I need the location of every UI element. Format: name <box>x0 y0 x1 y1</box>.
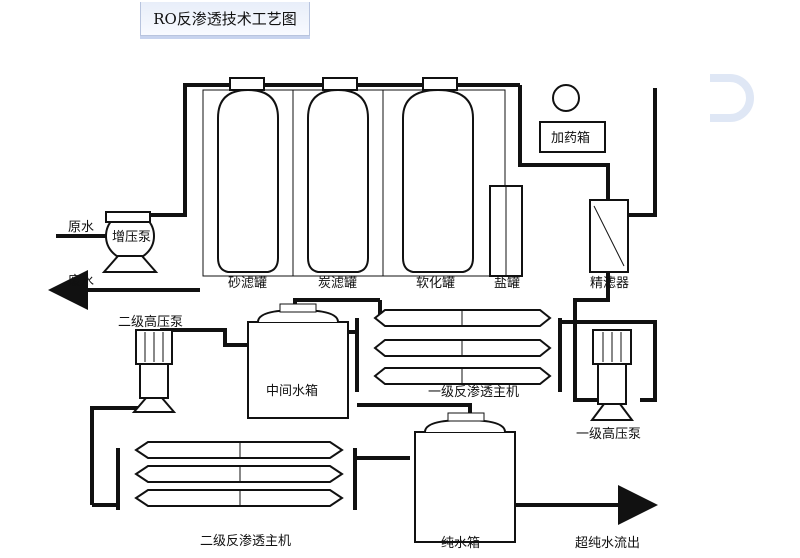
stage2-membrane-2 <box>134 465 344 483</box>
label-waste-water: 废水 <box>68 273 94 289</box>
diagram-title: RO反渗透技术工艺图 <box>140 2 310 36</box>
stage2-membrane-1 <box>134 441 344 459</box>
label-dosing-box: 加药箱 <box>551 130 590 146</box>
label-booster-pump: 增压泵 <box>112 230 151 245</box>
stage1-high-pressure-pump <box>590 329 634 421</box>
label-salt-tank: 盐罐 <box>494 276 520 291</box>
label-precision-filter: 精滤器 <box>590 276 629 291</box>
middle-to-stage2-pump <box>160 328 248 347</box>
dosing-box <box>539 121 606 153</box>
carbon-tank <box>307 88 369 273</box>
softener-tank <box>402 88 474 273</box>
dosing-pump <box>552 84 580 112</box>
dosing-unit <box>539 84 606 153</box>
label-stage2-ro: 二级反渗透主机 <box>200 534 291 549</box>
carbon-tank-valve <box>322 77 358 91</box>
filter-tanks <box>202 77 523 277</box>
filter-return-pipe <box>628 88 657 217</box>
stage1-ro-membranes <box>373 309 552 385</box>
stage2-ro-membranes <box>134 441 344 507</box>
filter-to-pump-pipe <box>573 270 610 402</box>
label-raw-water: 原水 <box>68 220 94 235</box>
stage2-membrane-3 <box>134 489 344 507</box>
softener-tank-valve <box>422 77 458 91</box>
stage1-feed-pipe <box>560 320 657 402</box>
label-stage1-ro: 一级反渗透主机 <box>428 385 519 400</box>
pure-water-tank <box>414 412 516 543</box>
decorative-bracket <box>710 74 754 122</box>
label-sand-tank: 砂滤罐 <box>228 276 267 291</box>
sand-tank <box>217 88 279 273</box>
stage2-high-pressure-pump <box>131 329 177 413</box>
label-stage2-pump: 二级高压泵 <box>118 314 183 330</box>
label-softener-tank: 软化罐 <box>416 276 455 291</box>
label-ultrapure-out: 超纯水流出 <box>575 536 640 551</box>
stage2-pump-down <box>90 406 150 505</box>
label-carbon-tank: 炭滤罐 <box>318 276 357 291</box>
booster-pump <box>101 211 159 273</box>
label-middle-tank: 中间水箱 <box>266 383 318 399</box>
middle-water-tank <box>247 303 349 419</box>
dosing-pipe <box>518 85 610 200</box>
precision-filter <box>589 199 629 273</box>
sand-tank-valve <box>229 77 265 91</box>
label-pure-tank: 纯水箱 <box>441 535 480 551</box>
label-stage1-pump: 一级高压泵 <box>576 426 641 442</box>
